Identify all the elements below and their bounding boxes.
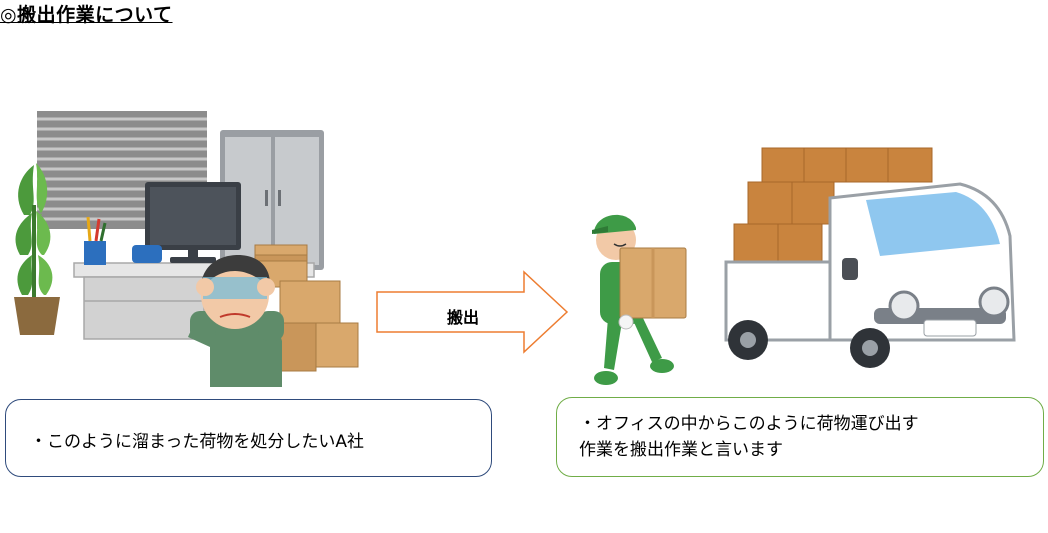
right-callout-line-2: 作業を搬出作業と言います [579,440,783,460]
process-arrow [376,270,569,354]
mover-illustration [592,214,687,385]
left-callout-text: ・このように溜まった荷物を処分したいA社 [30,432,364,452]
potted-plant [14,163,60,335]
left-callout: ・このように溜まった荷物を処分したいA社 [5,399,492,477]
arrow-label: 搬出 [447,308,480,327]
truck-cargo-boxes [733,147,933,267]
monitor [145,182,241,263]
truck-body [724,182,1016,342]
office-illustration [14,111,359,387]
cardboard-boxes [254,244,359,372]
worried-worker [188,255,284,387]
truck-illustration [724,147,1016,368]
right-callout: ・オフィスの中からこのように荷物運び出す 作業を搬出作業と言います [556,397,1044,477]
page-title: ◎搬出作業について [0,4,173,26]
carried-box [618,247,687,330]
telephone [132,245,162,263]
truck-wheels [728,320,890,368]
right-callout-line-1: ・オフィスの中からこのように荷物運び出す [579,414,919,434]
pen-cup [84,216,107,265]
